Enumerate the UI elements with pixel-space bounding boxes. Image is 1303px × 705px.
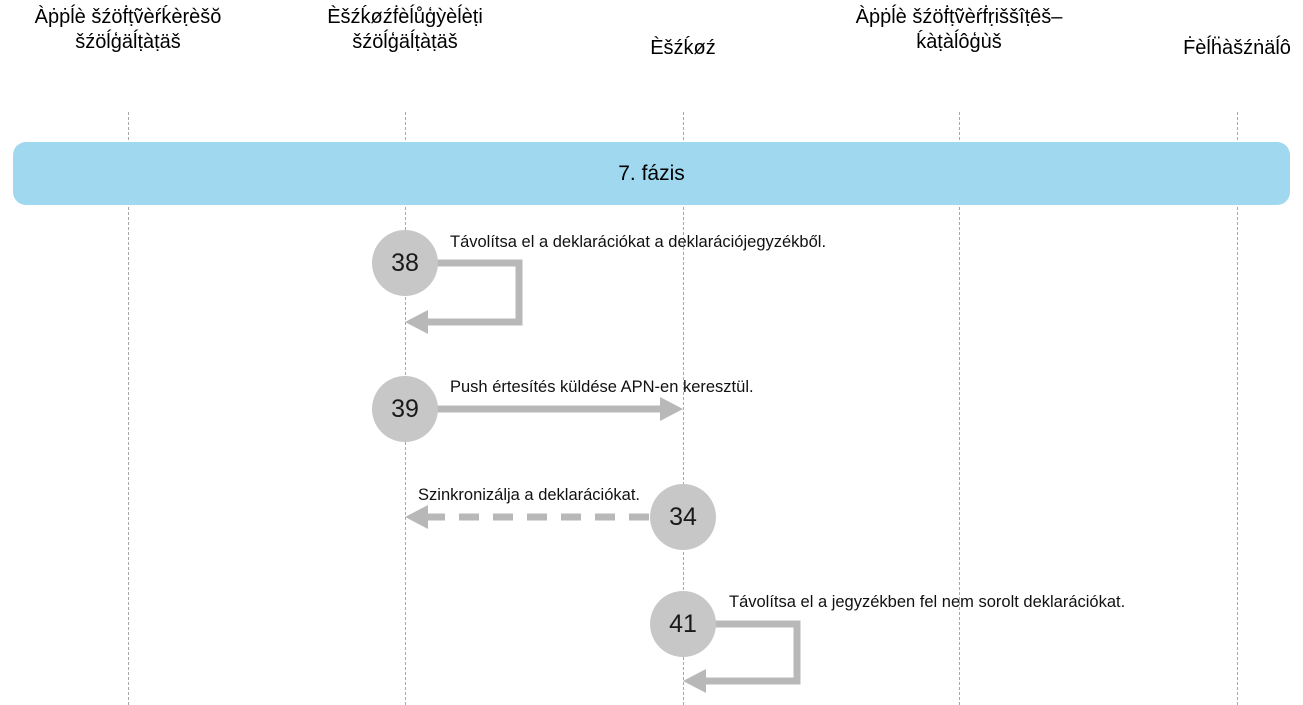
step-number-34: 34 xyxy=(669,503,697,531)
step-number-38: 38 xyxy=(391,249,419,277)
arrow-step-38 xyxy=(405,259,523,334)
arrow-step-34 xyxy=(405,505,683,529)
lifeline-lane-3 xyxy=(683,112,684,705)
lane-header-device: Èšźḱøź xyxy=(650,37,716,59)
arrow-step-41 xyxy=(683,620,801,693)
lifeline-lane-5 xyxy=(1237,112,1238,705)
phase-banner: 7. fázis xyxy=(13,142,1290,205)
message-label-38: Távolítsa el a deklarációkat a deklaráci… xyxy=(450,233,827,251)
arrow-step-39 xyxy=(405,397,683,421)
step-circle-38[interactable]: 38 xyxy=(372,230,438,296)
phase-banner-label: 7. fázis xyxy=(618,162,685,185)
lane-header-apple-software-lookup-service: Àṗṗĺè šźöḟṭṽèŕḱèṛèšŏ šźöĺģäĺṭàṭäš xyxy=(34,6,222,53)
step-circle-34[interactable]: 34 xyxy=(650,484,716,550)
message-label-34: Szinkronizálja a deklarációkat. xyxy=(418,486,640,504)
lifeline-lane-4 xyxy=(959,112,960,705)
step-number-41: 41 xyxy=(669,610,697,638)
step-circle-39[interactable]: 39 xyxy=(372,376,438,442)
lane-header-apple-software-update-catalog: Àṗṗĺè šźöḟṭṽèŕḟṛiššîṭêš–ḱàṭàĺôģùš xyxy=(855,6,1063,53)
message-label-41: Távolítsa el a jegyzékben fel nem sorolt… xyxy=(729,593,1126,611)
step-number-39: 39 xyxy=(391,395,419,423)
lane-header-device-management-service: Èšźḱøźḟèĺůģỳèĺèṭi šźöĺģäĺṭàṭäš xyxy=(327,6,483,53)
message-label-39: Push értesítés küldése APN-en keresztül. xyxy=(450,378,754,396)
lifeline-lane-1 xyxy=(128,112,129,705)
lane-header-user: Ḟèĺḧàšźṅäĺô xyxy=(1183,37,1291,59)
step-circle-41[interactable]: 41 xyxy=(650,591,716,657)
